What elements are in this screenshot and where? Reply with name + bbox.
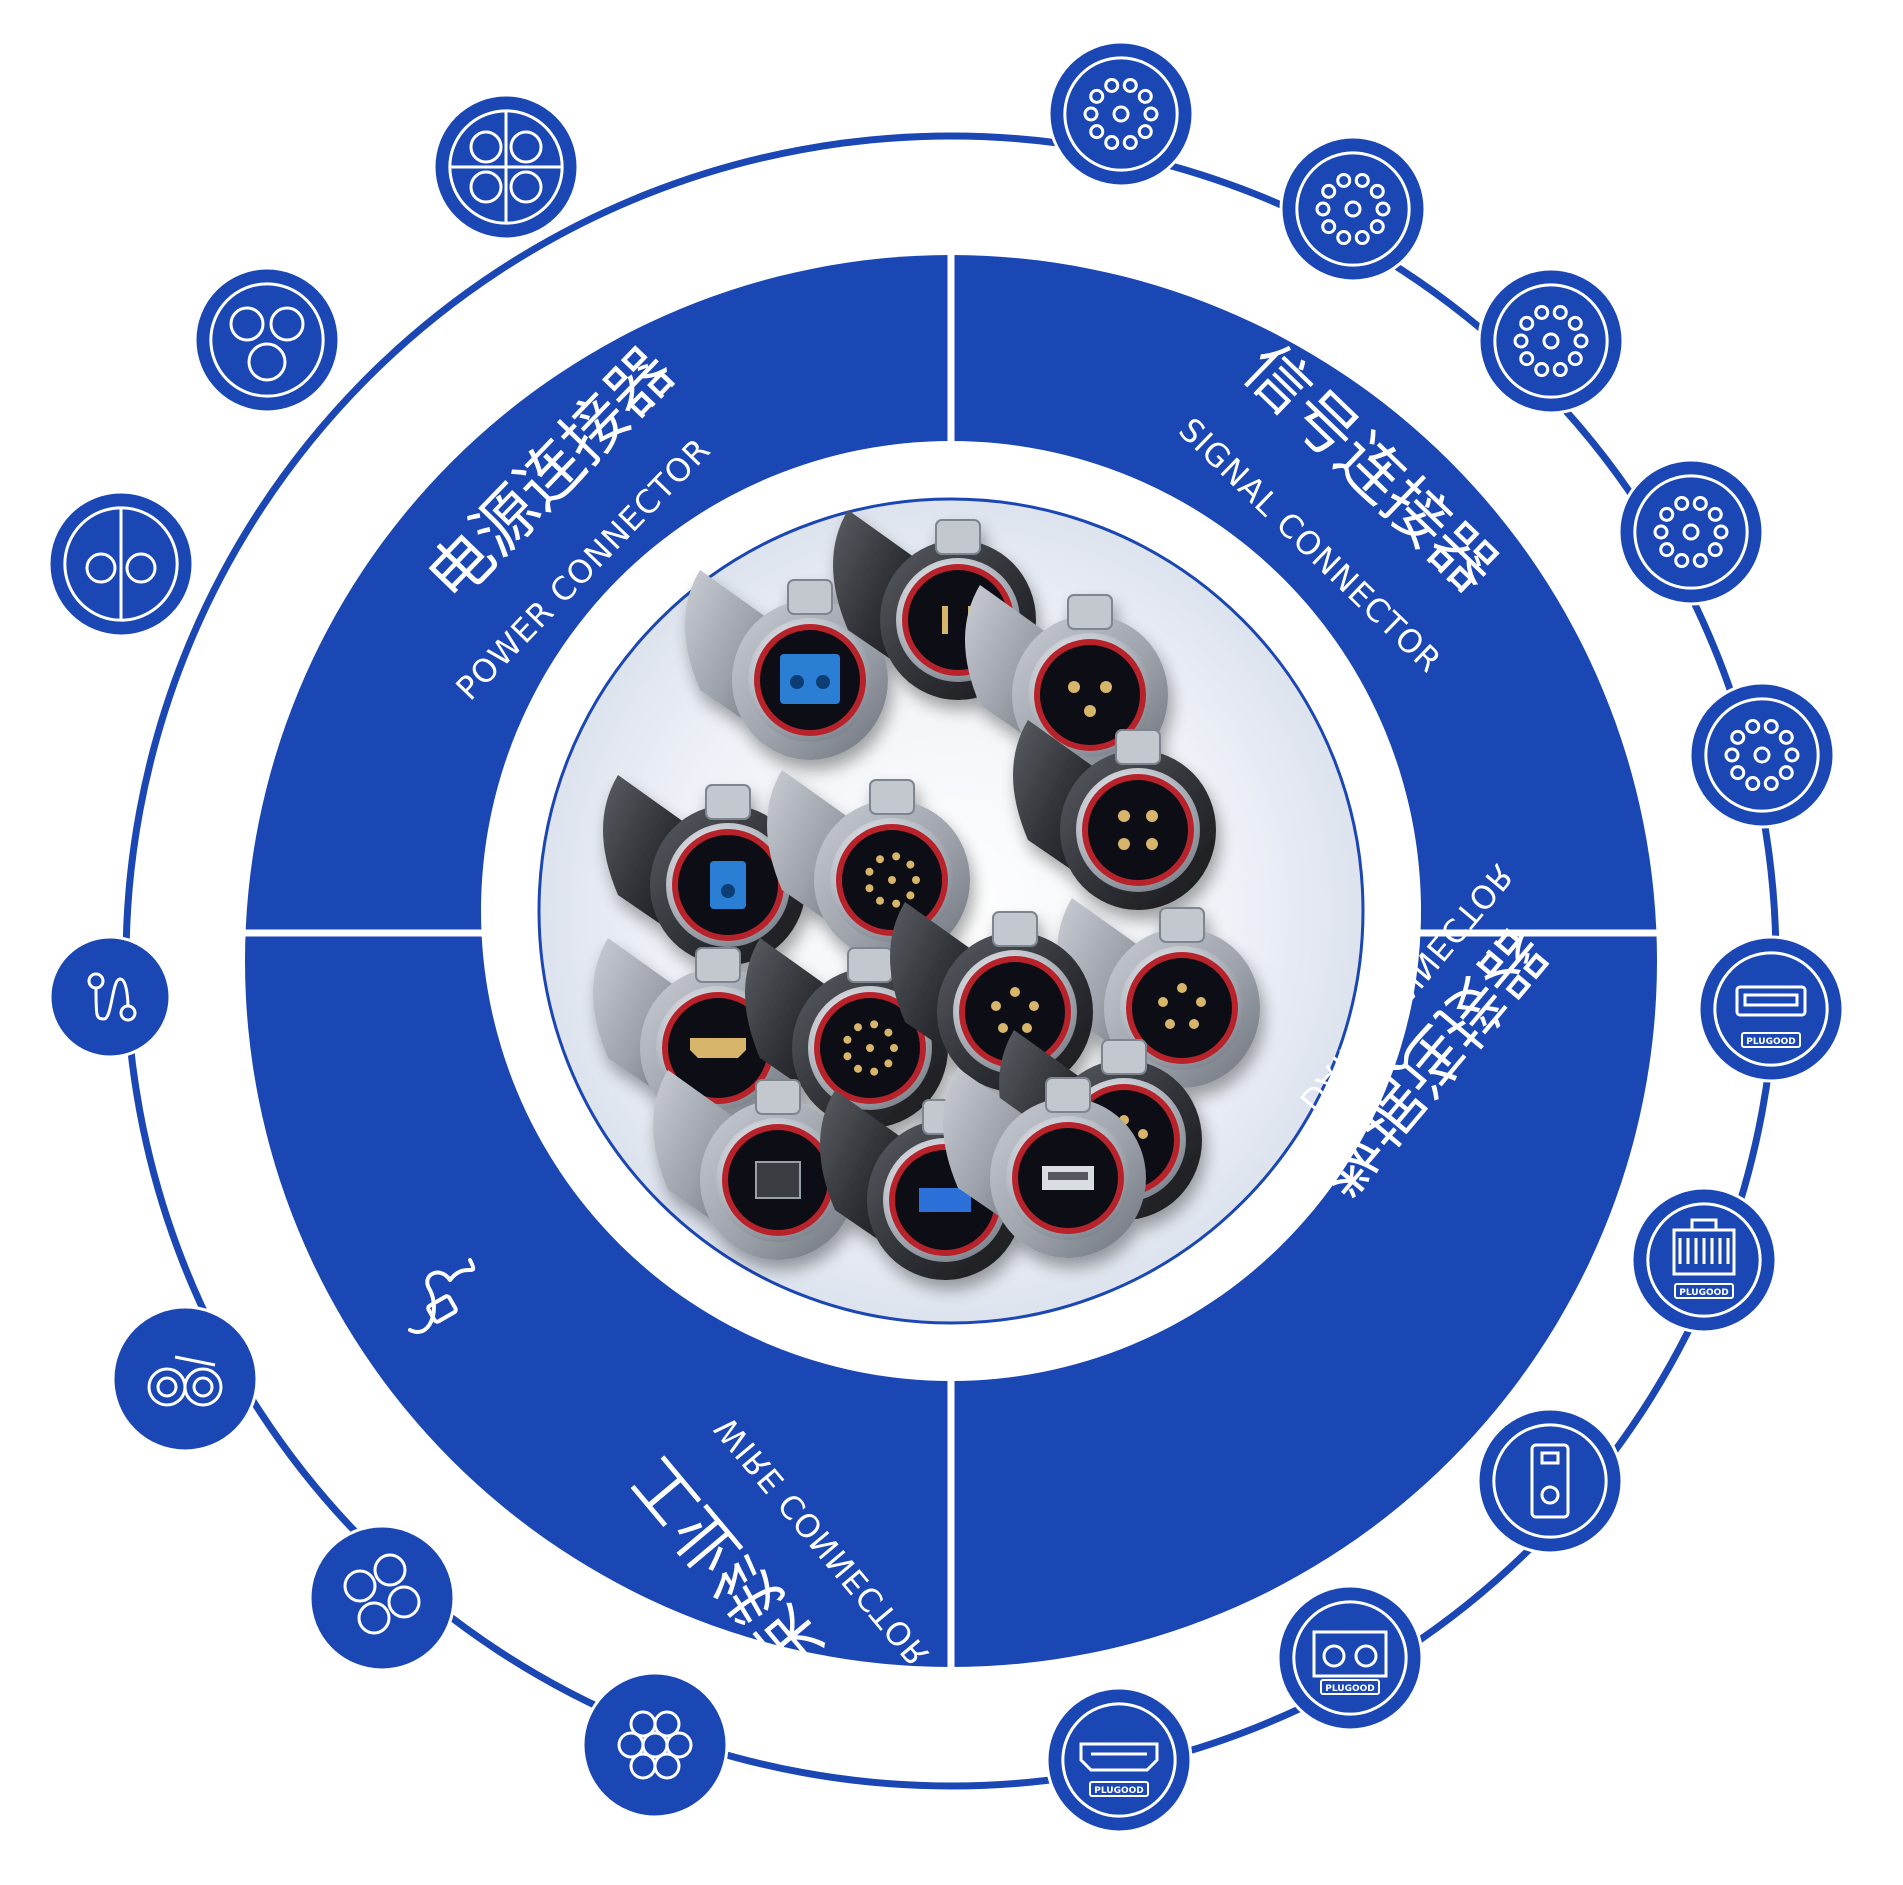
connector-multi-signal[interactable]	[767, 770, 970, 960]
rj45-port-icon[interactable]: PLUGOOD	[1630, 1186, 1778, 1334]
power-3pin-icon[interactable]	[193, 266, 341, 414]
svg-text:PLUGOOD: PLUGOOD	[1094, 1786, 1143, 1796]
usb-a-port-icon[interactable]: PLUGOOD	[1697, 935, 1845, 1083]
outer-icon-ring: PLUGOOD PLUGOOD PLUGOOD PLUGOOD	[47, 40, 1845, 1834]
wire-harness-icon[interactable]	[48, 935, 172, 1059]
duplex-lc-fiber-icon[interactable]: PLUGOOD	[1276, 1584, 1424, 1732]
connector-rj45[interactable]	[653, 1070, 856, 1260]
signal-7pin-icon[interactable]	[1279, 135, 1427, 283]
cable-bundle-7-icon[interactable]	[581, 1671, 729, 1819]
signal-10pin-icon[interactable]	[1477, 267, 1625, 415]
power-4pin-icon[interactable]	[432, 93, 580, 241]
cable-pair-icon[interactable]	[111, 1305, 259, 1453]
connector-usb2[interactable]	[943, 1068, 1146, 1258]
svg-text:PLUGOOD: PLUGOOD	[1746, 1037, 1795, 1047]
connector-fiber-duplex[interactable]	[685, 570, 888, 760]
fiber-sc-icon[interactable]	[1476, 1407, 1624, 1555]
svg-text:PLUGOOD: PLUGOOD	[1325, 1684, 1374, 1694]
cable-bundle-3-icon[interactable]	[308, 1524, 456, 1672]
power-2pin-icon[interactable]	[47, 490, 195, 638]
signal-5pin-icon[interactable]	[1047, 40, 1195, 188]
connector-4pin-power[interactable]	[1013, 720, 1216, 910]
hdmi-port-icon[interactable]: PLUGOOD	[1045, 1686, 1193, 1834]
signal-12pin-icon[interactable]	[1617, 458, 1765, 606]
signal-15pin-icon[interactable]	[1688, 681, 1836, 829]
svg-text:PLUGOOD: PLUGOOD	[1679, 1288, 1728, 1298]
connector-6pin-signal[interactable]	[890, 902, 1093, 1092]
product-cluster	[593, 510, 1260, 1280]
wire-quadrant-icon	[408, 1258, 476, 1334]
connector-fiber-single[interactable]	[603, 775, 806, 965]
